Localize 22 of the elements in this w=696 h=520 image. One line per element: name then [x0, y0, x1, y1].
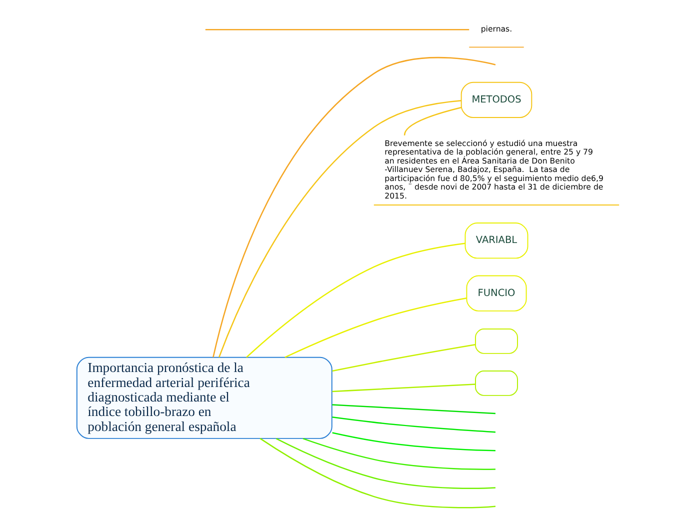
connector	[212, 56, 496, 358]
connector	[332, 384, 476, 392]
connector	[205, 28, 470, 30]
connector	[276, 438, 496, 489]
connector	[404, 106, 462, 136]
node-box: FUNCIO	[466, 275, 527, 312]
node-box: Importancia pronóstica de la enfermedad arterial periférica diagnosticada mediante el índice tobillo-brazo en población general española	[76, 356, 332, 439]
node-box: METODOS	[460, 82, 532, 118]
connector	[332, 404, 496, 414]
node-text: Brevemente se seleccionó y estudió una muestra representativa de la población general, entre 25 y 79 an residentes en el Área Sanitaria de Don Benito -Villanuev Serena, Badajoz, España. La tasa de participación fue d 80,5% y el seguimiento medio de6,9 anos, ¨ desde novi de 2007 hasta el 31 de diciembre de 2015.	[384, 138, 604, 201]
node-box	[475, 370, 518, 396]
node-box	[475, 328, 518, 354]
connector	[302, 438, 496, 470]
node-box: VARIABL	[464, 222, 528, 259]
node-text: piernas.	[480, 24, 512, 34]
connector	[332, 344, 476, 372]
connector	[218, 100, 462, 358]
connector	[246, 242, 466, 358]
connector	[284, 298, 467, 358]
connector	[332, 416, 496, 433]
connector	[260, 438, 496, 508]
connector	[332, 432, 496, 452]
